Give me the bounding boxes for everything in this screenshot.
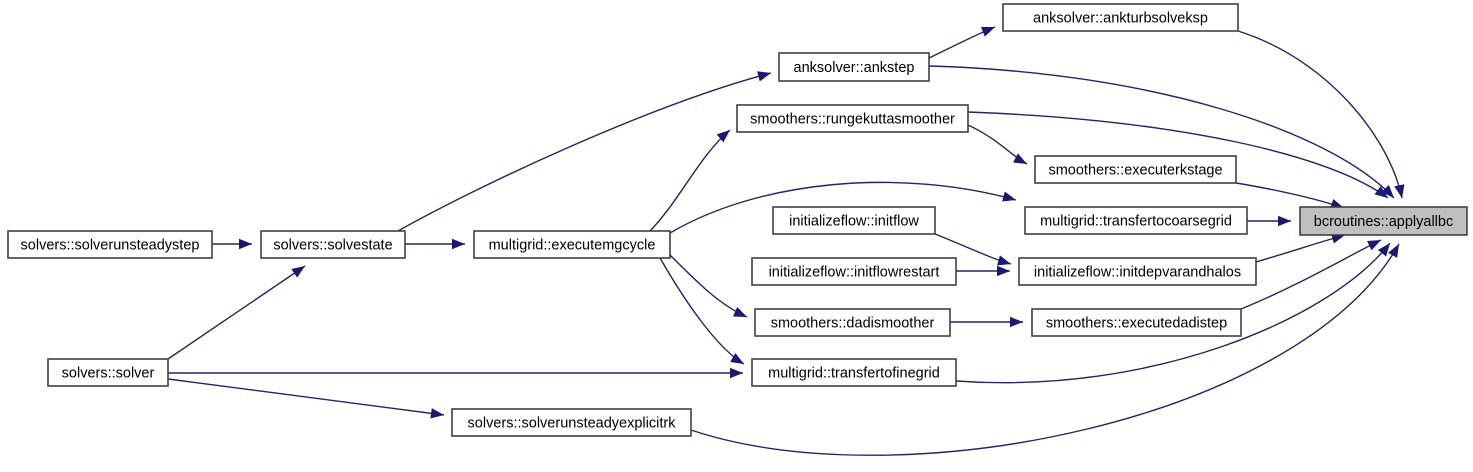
edge-ankstep-to-applyallbc <box>928 65 1395 199</box>
edge-executemgcycle-to-transfertofinegrid <box>659 257 745 365</box>
node-box-solver[interactable] <box>47 358 169 387</box>
node-solverunsteadyexplicitrk[interactable]: solvers::solverunsteadyexplicitrk <box>451 408 692 437</box>
node-box-initflow[interactable] <box>772 206 936 235</box>
edge-initflow-to-initdepvarandhalos <box>934 233 1012 266</box>
arrowhead-icon <box>1388 244 1399 258</box>
edge-rungekuttasmoother-to-applyallbc <box>967 111 1389 199</box>
node-box-dadismoother[interactable] <box>754 308 951 337</box>
edge-transfertocoarsegrid-to-applyallbc <box>1247 215 1291 227</box>
edge-solver-to-solverunsteadyexplicitrk <box>167 378 445 419</box>
edge-dadismoother-to-executedadistep <box>950 316 1023 328</box>
node-initdepvarandhalos[interactable]: initializeflow::initdepvarandhalos <box>1018 257 1257 286</box>
node-initflowrestart[interactable]: initializeflow::initflowrestart <box>751 257 957 286</box>
edge-solverunsteadystep-to-solvestate <box>212 238 252 250</box>
node-box-ankstep[interactable] <box>778 52 930 82</box>
edge-executerkstage-to-applyallbc <box>1235 182 1345 209</box>
node-box-initflowrestart[interactable] <box>751 257 957 286</box>
node-solver[interactable]: solvers::solver <box>47 358 169 387</box>
arrowhead-icon <box>1394 184 1405 198</box>
edge-rungekuttasmoother-to-executerkstage <box>967 124 1028 165</box>
node-executemgcycle[interactable]: multigrid::executemgcycle <box>473 230 671 259</box>
node-transfertofinegrid[interactable]: multigrid::transfertofinegrid <box>751 358 957 387</box>
node-initflow[interactable]: initializeflow::initflow <box>772 206 936 235</box>
arrowhead-icon <box>430 408 444 419</box>
arrowhead-icon <box>1377 243 1390 257</box>
arrowhead-icon <box>730 367 743 379</box>
arrowhead-icon <box>1374 186 1388 198</box>
edge-initflowrestart-to-initdepvarandhalos <box>956 265 1010 277</box>
edges-layer <box>167 26 1405 456</box>
node-solverunsteadystep[interactable]: solvers::solverunsteadystep <box>7 230 213 259</box>
arrowhead-icon <box>1013 153 1027 164</box>
edge-executemgcycle-to-transfertocoarsegrid <box>669 181 1017 234</box>
edge-executemgcycle-to-rungekuttasmoother <box>649 129 731 232</box>
arrowhead-icon <box>1278 215 1291 227</box>
node-box-solvestate[interactable] <box>260 230 406 259</box>
node-box-ankturbsolveksp[interactable] <box>1002 3 1239 32</box>
arrowhead-icon <box>716 130 730 143</box>
node-executedadistep[interactable]: smoothers::executedadistep <box>1031 308 1242 337</box>
node-box-applyallbc[interactable] <box>1299 206 1468 236</box>
arrowhead-icon <box>1002 191 1016 202</box>
node-box-executedadistep[interactable] <box>1031 308 1242 337</box>
node-box-transfertofinegrid[interactable] <box>751 358 957 387</box>
node-box-rungekuttasmoother[interactable] <box>736 104 969 133</box>
edge-solver-to-transfertofinegrid <box>168 367 743 379</box>
arrowhead-icon <box>730 352 744 364</box>
node-solvestate[interactable]: solvers::solvestate <box>260 230 406 259</box>
arrowhead-icon <box>980 27 995 37</box>
node-box-initdepvarandhalos[interactable] <box>1018 257 1257 286</box>
edge-executedadistep-to-applyallbc <box>1240 239 1382 310</box>
node-ankstep[interactable]: anksolver::ankstep <box>778 52 930 82</box>
arrowhead-icon <box>452 238 465 250</box>
arrowhead-icon <box>997 265 1010 277</box>
arrowhead-icon <box>757 71 771 82</box>
arrowhead-icon <box>291 266 305 278</box>
node-box-solverunsteadyexplicitrk[interactable] <box>451 408 692 437</box>
arrowhead-icon <box>239 238 252 250</box>
node-applyallbc[interactable]: bcroutines::applyallbc <box>1299 206 1468 236</box>
node-box-transfertocoarsegrid[interactable] <box>1024 206 1248 235</box>
edge-transfertofinegrid-to-applyallbc <box>955 242 1391 384</box>
arrowhead-icon <box>1331 233 1345 244</box>
edge-ankturbsolveksp-to-applyallbc <box>1237 30 1405 199</box>
edge-solvestate-to-ankstep <box>397 71 772 232</box>
arrowhead-icon <box>733 306 747 317</box>
node-box-executerkstage[interactable] <box>1034 155 1237 184</box>
arrowhead-icon <box>1381 184 1394 198</box>
arrowhead-icon <box>997 255 1011 266</box>
edge-solvestate-to-executemgcycle <box>405 238 465 250</box>
node-transfertocoarsegrid[interactable]: multigrid::transfertocoarsegrid <box>1024 206 1248 235</box>
edge-solver-to-solvestate <box>167 265 306 360</box>
arrowhead-icon <box>1367 240 1381 251</box>
edge-executemgcycle-to-dadismoother <box>669 254 748 318</box>
node-ankturbsolveksp[interactable]: anksolver::ankturbsolveksp <box>1002 3 1239 32</box>
edge-initdepvarandhalos-to-applyallbc <box>1255 233 1346 263</box>
node-rungekuttasmoother[interactable]: smoothers::rungekuttasmoother <box>736 104 969 133</box>
edge-ankstep-to-ankturbsolveksp <box>928 26 996 59</box>
arrowhead-icon <box>1010 316 1023 328</box>
edge-solverunsteadyexplicitrk-to-applyallbc <box>690 243 1400 456</box>
node-executerkstage[interactable]: smoothers::executerkstage <box>1034 155 1237 184</box>
node-box-executemgcycle[interactable] <box>473 230 671 259</box>
node-dadismoother[interactable]: smoothers::dadismoother <box>754 308 951 337</box>
node-box-solverunsteadystep[interactable] <box>7 230 213 259</box>
